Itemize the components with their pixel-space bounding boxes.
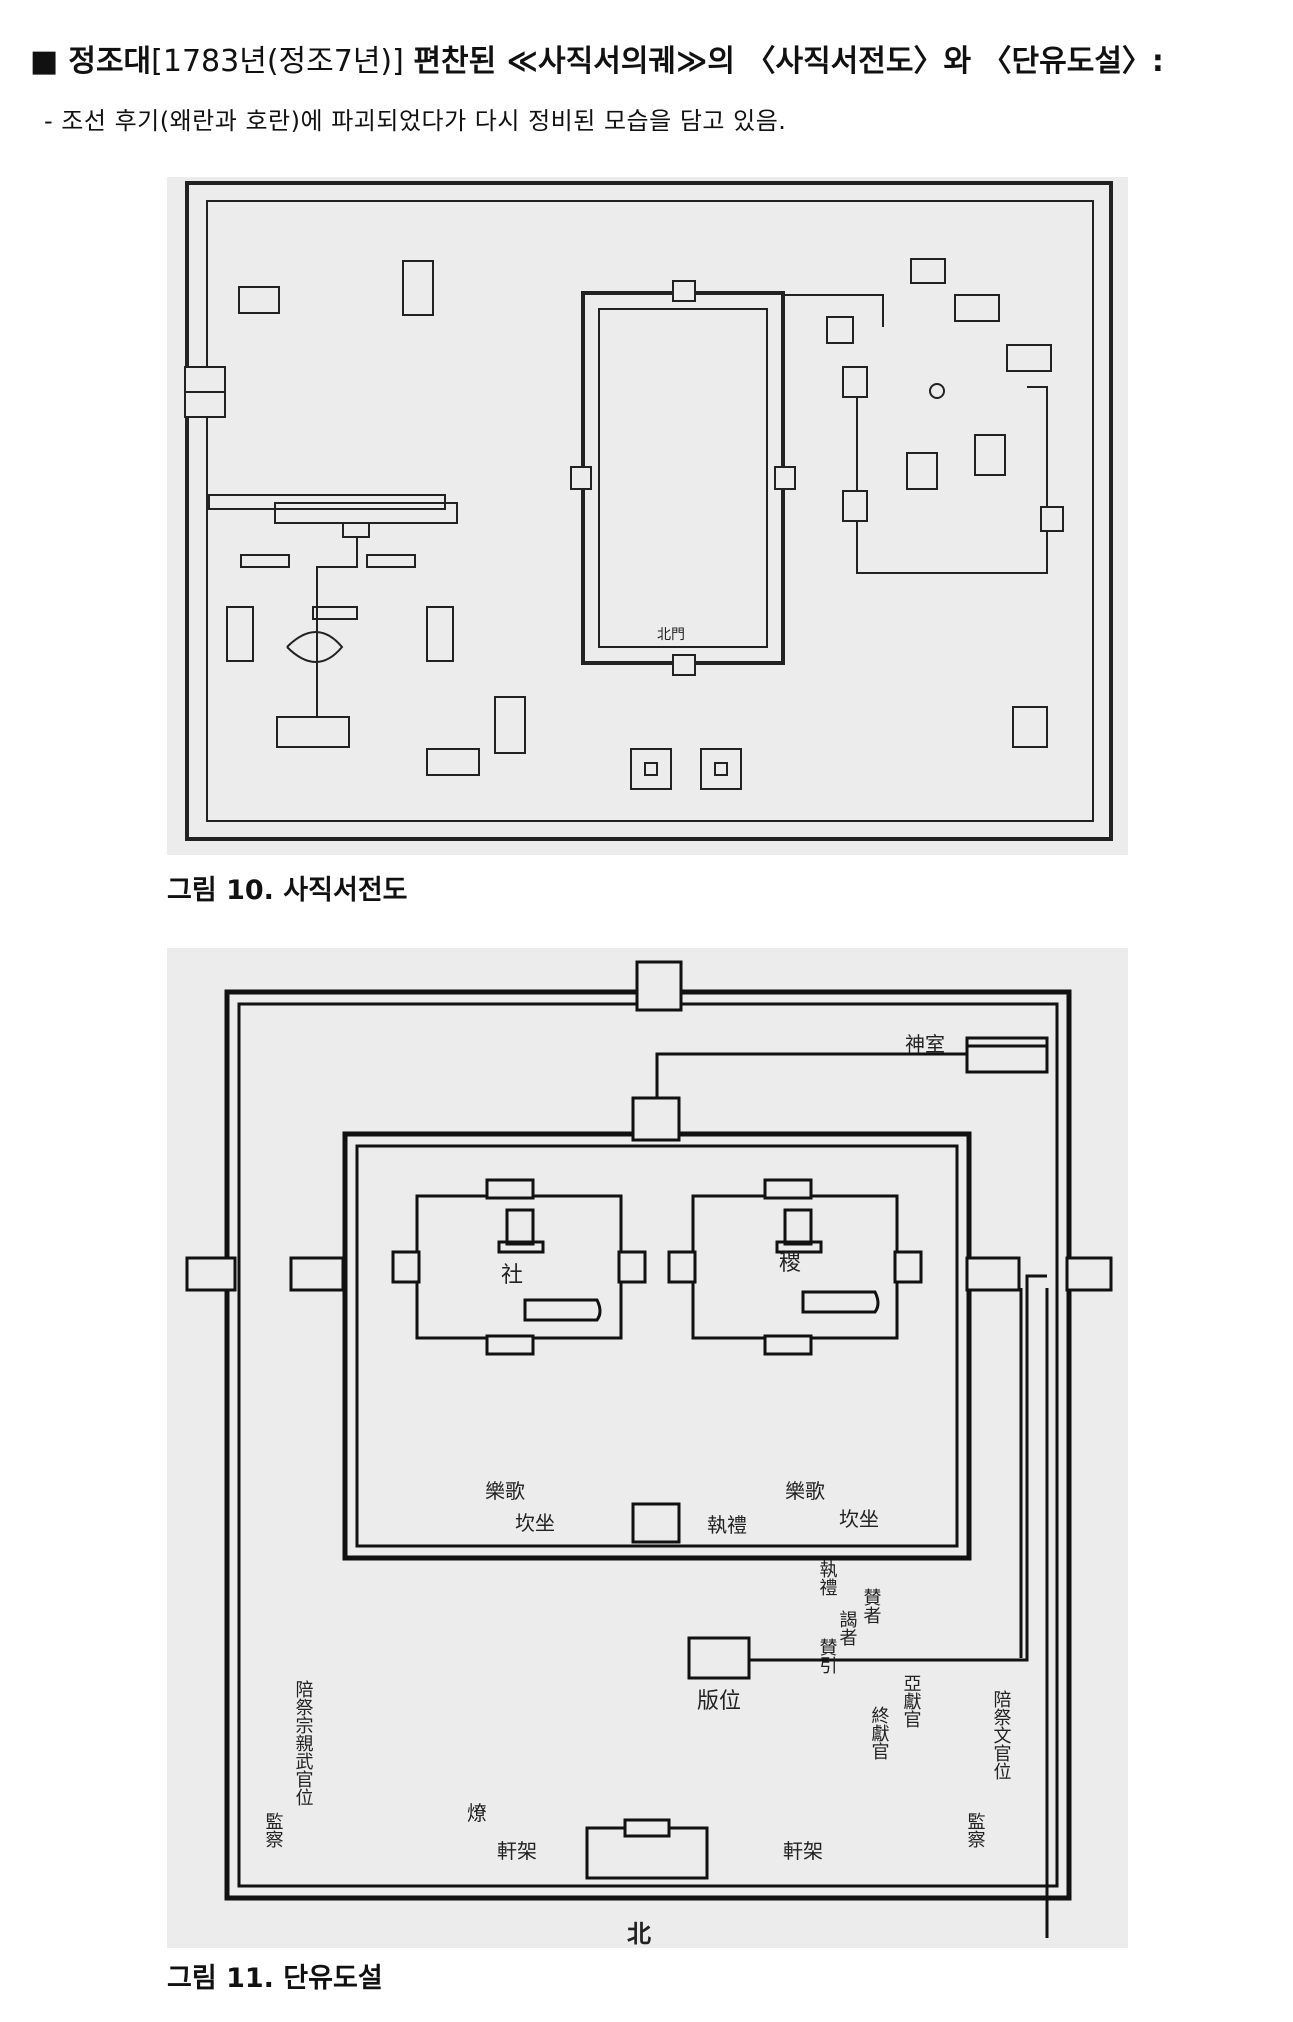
rack-right-label: 軒架	[783, 1839, 823, 1863]
figure-sajikseo-jeondo: 北門	[167, 177, 1128, 855]
ritual-v6-label: 終獻官	[869, 1706, 890, 1760]
section-subtext: - 조선 후기(왜란과 호란)에 파괴되었다가 다시 정비된 모습을 담고 있음…	[44, 107, 787, 135]
altar-sa-label: 社	[501, 1263, 523, 1288]
left-vertical-label-2: 監察	[263, 1812, 284, 1848]
heading-era: 정조대	[68, 44, 152, 79]
altar-left-label: 坎坐	[515, 1511, 555, 1535]
figure2-caption: 그림 11. 단유도설	[167, 1963, 383, 1994]
ritual-v1-label: 執禮	[817, 1560, 838, 1596]
ritual-v3-label: 謁者	[837, 1610, 858, 1646]
right-vertical-label-2: 監察	[965, 1812, 986, 1848]
ritual-v4-label: 賛引	[817, 1638, 838, 1674]
singers-right-label: 樂歌	[785, 1479, 825, 1503]
right-vertical-label-1: 陪祭文官位	[991, 1690, 1012, 1780]
bullet-square-icon: ■	[30, 44, 59, 79]
danyu-doseol-drawing: 神室 社 稷 樂歌 樂歌 坎坐 坎坐 執禮 版位 燎 軒架 軒架 北 執禮 賛者…	[185, 960, 1113, 1948]
altar-jik-label: 稷	[779, 1251, 801, 1276]
ritual-v5-label: 亞獻官	[901, 1674, 922, 1728]
ceremony-label: 執禮	[707, 1513, 747, 1537]
singers-left-label: 樂歌	[485, 1479, 525, 1503]
ritual-v2-label: 賛者	[861, 1588, 882, 1624]
heading-date: [1783년(정조7년)]	[151, 44, 404, 79]
figure-danyu-doseol: 神室 社 稷 樂歌 樂歌 坎坐 坎坐 執禮 版位 燎 軒架 軒架 北 執禮 賛者…	[167, 948, 1128, 1948]
figure1-caption: 그림 10. 사직서전도	[167, 875, 408, 906]
lamp-label: 燎	[467, 1801, 487, 1825]
section-heading: ■ 정조대[1783년(정조7년)] 편찬된 ≪사직서의궤≫의 〈사직서전도〉와 …	[30, 42, 1270, 82]
rack-left-label: 軒架	[497, 1839, 537, 1863]
shrine-label: 神室	[905, 1032, 945, 1056]
heading-rest: 편찬된 ≪사직서의궤≫의 〈사직서전도〉와 〈단유도설〉:	[413, 44, 1164, 79]
altar-right-label: 坎坐	[839, 1507, 879, 1531]
north-label: 北	[627, 1919, 651, 1948]
sajikseo-jeondo-drawing: 北門	[184, 181, 1113, 841]
left-vertical-label-1: 陪祭宗親武官位	[293, 1680, 314, 1806]
north-gate-label: 北門	[657, 627, 685, 643]
offering-position-label: 版位	[697, 1689, 741, 1714]
